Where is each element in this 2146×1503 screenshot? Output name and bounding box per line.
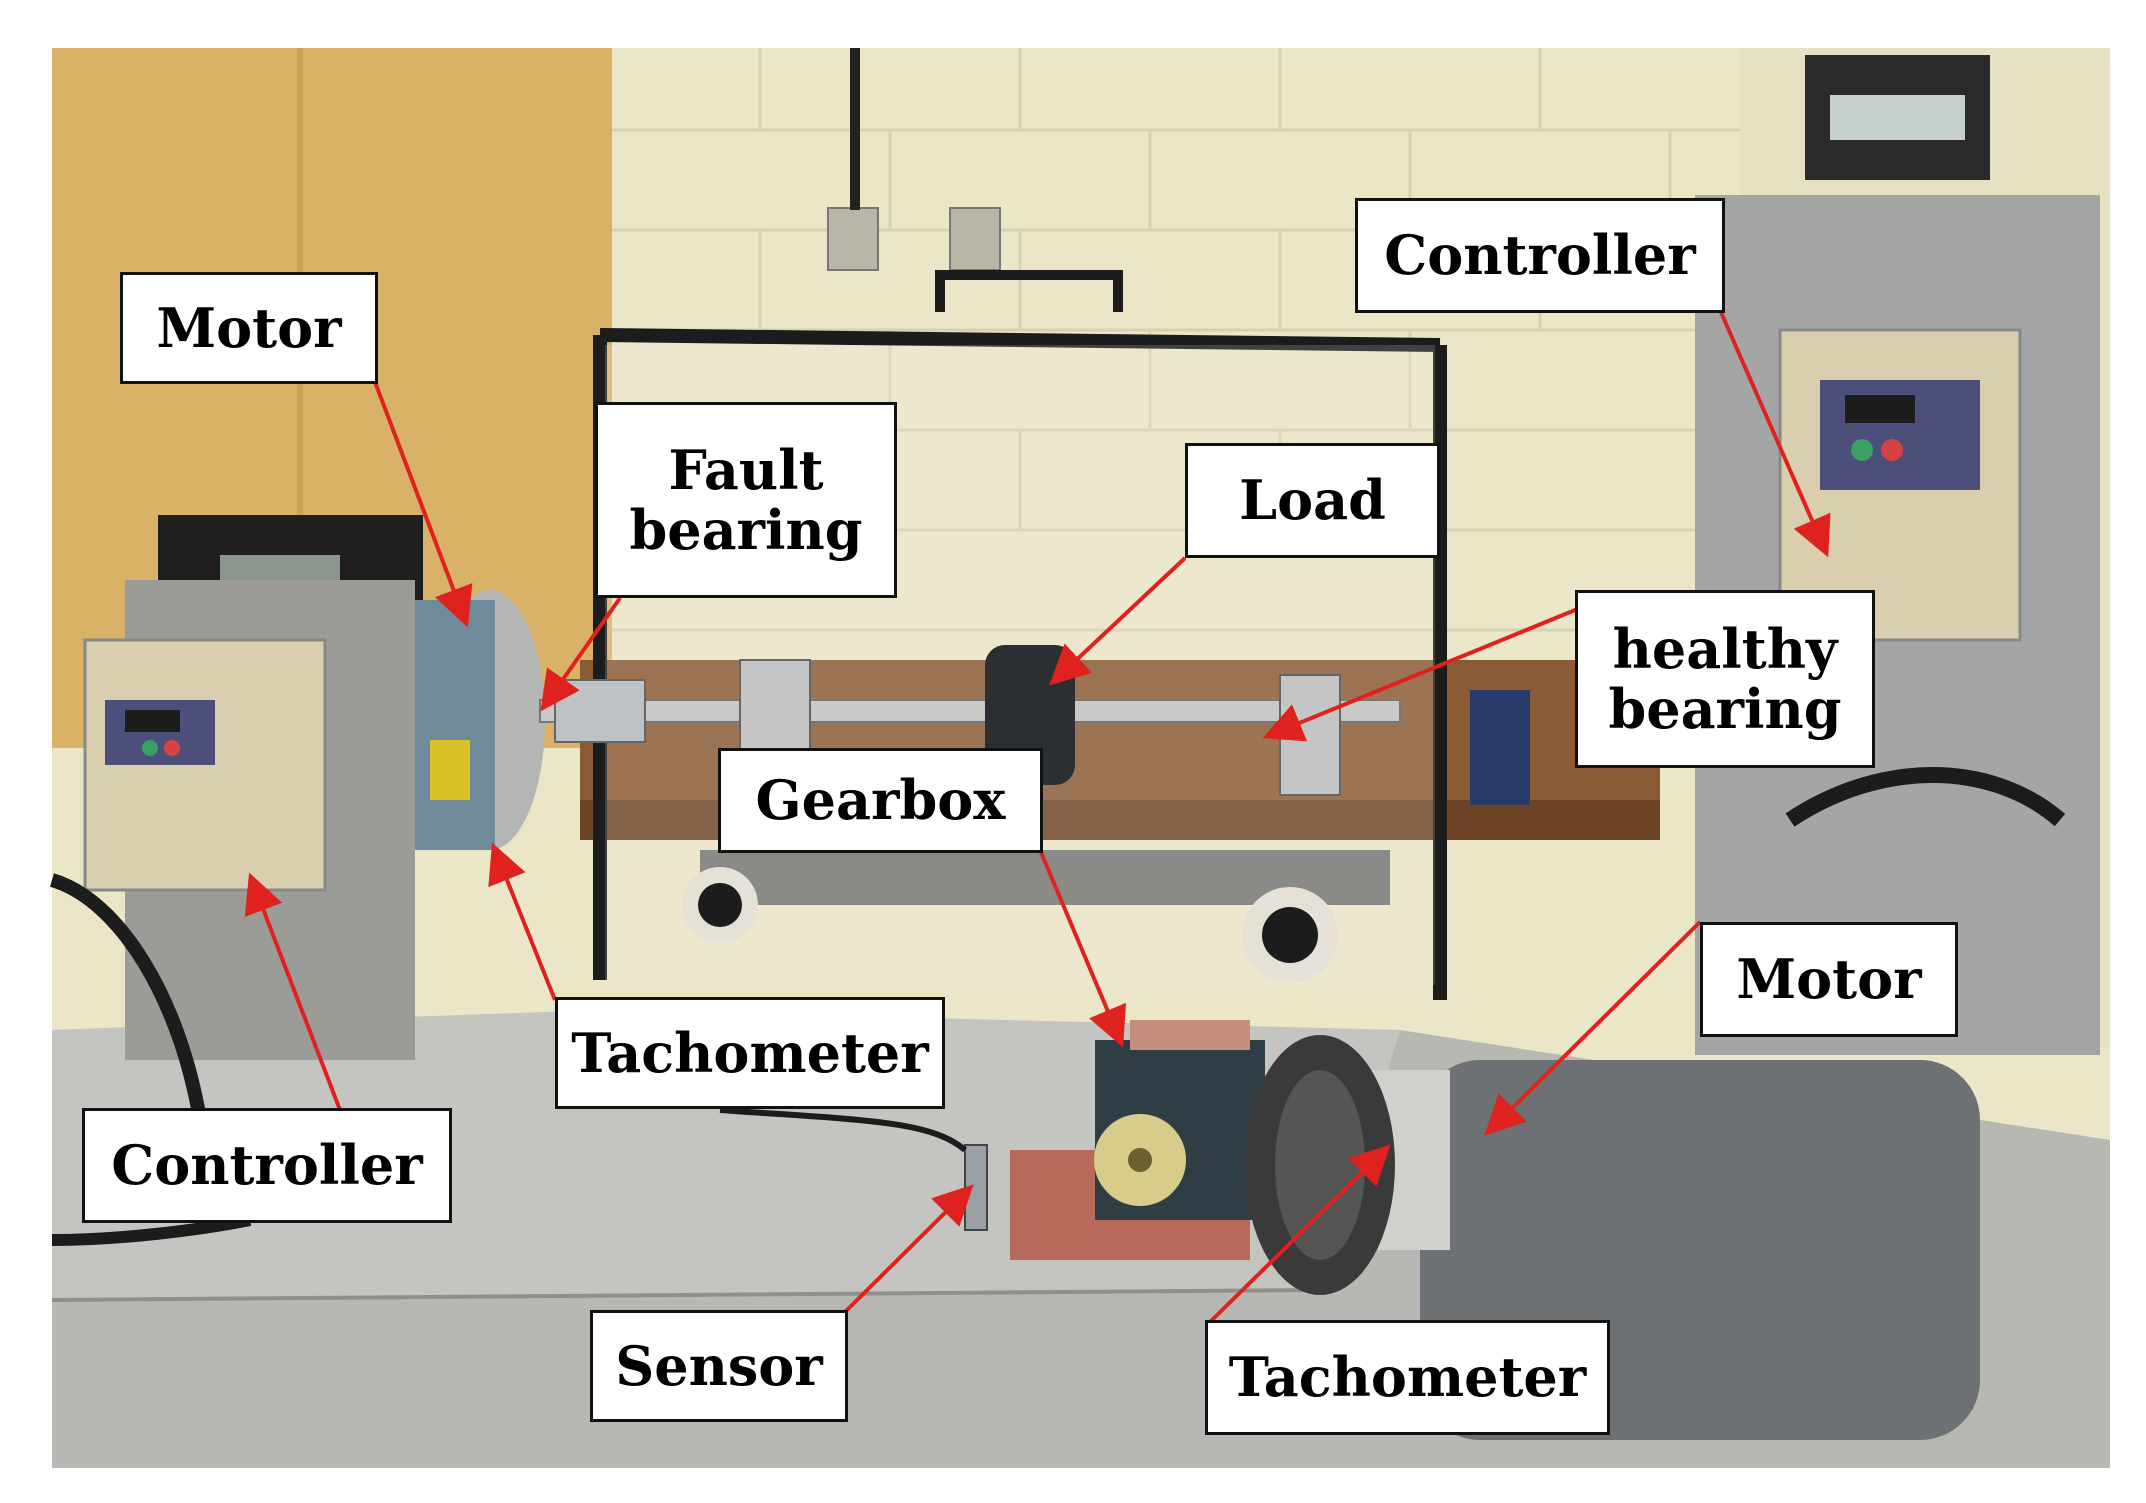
arrow-healthy-bearing bbox=[1262, 606, 1581, 742]
arrow-tachometer-left bbox=[488, 842, 557, 1001]
label-tachometer-left: Tachometer bbox=[555, 997, 945, 1109]
arrow-gearbox bbox=[1038, 849, 1127, 1048]
label-controller-top-right: Controller bbox=[1355, 198, 1725, 313]
label-load: Load bbox=[1185, 443, 1440, 558]
arrow-tachometer-bottom bbox=[1208, 1144, 1391, 1324]
label-gearbox: Gearbox bbox=[718, 748, 1043, 853]
arrow-sensor bbox=[843, 1184, 974, 1314]
label-tachometer-bottom: Tachometer bbox=[1205, 1320, 1610, 1435]
label-motor-top-left: Motor bbox=[120, 272, 378, 384]
arrow-motor-bottom-right bbox=[1484, 920, 1702, 1136]
arrow-controller-top-right bbox=[1718, 309, 1831, 558]
arrow-fault-bearing bbox=[540, 596, 622, 712]
arrow-load bbox=[1049, 556, 1187, 686]
label-healthy-bearing: healthy bearing bbox=[1575, 590, 1875, 768]
label-motor-bottom-right: Motor bbox=[1700, 922, 1958, 1037]
label-sensor: Sensor bbox=[590, 1310, 848, 1422]
label-fault-bearing: Fault bearing bbox=[595, 402, 897, 598]
wall-outlet-2 bbox=[949, 207, 1001, 271]
label-controller-bottom-left: Controller bbox=[82, 1108, 452, 1223]
arrow-motor-top-left bbox=[373, 381, 473, 628]
arrow-controller-bottom-left bbox=[244, 872, 342, 1111]
